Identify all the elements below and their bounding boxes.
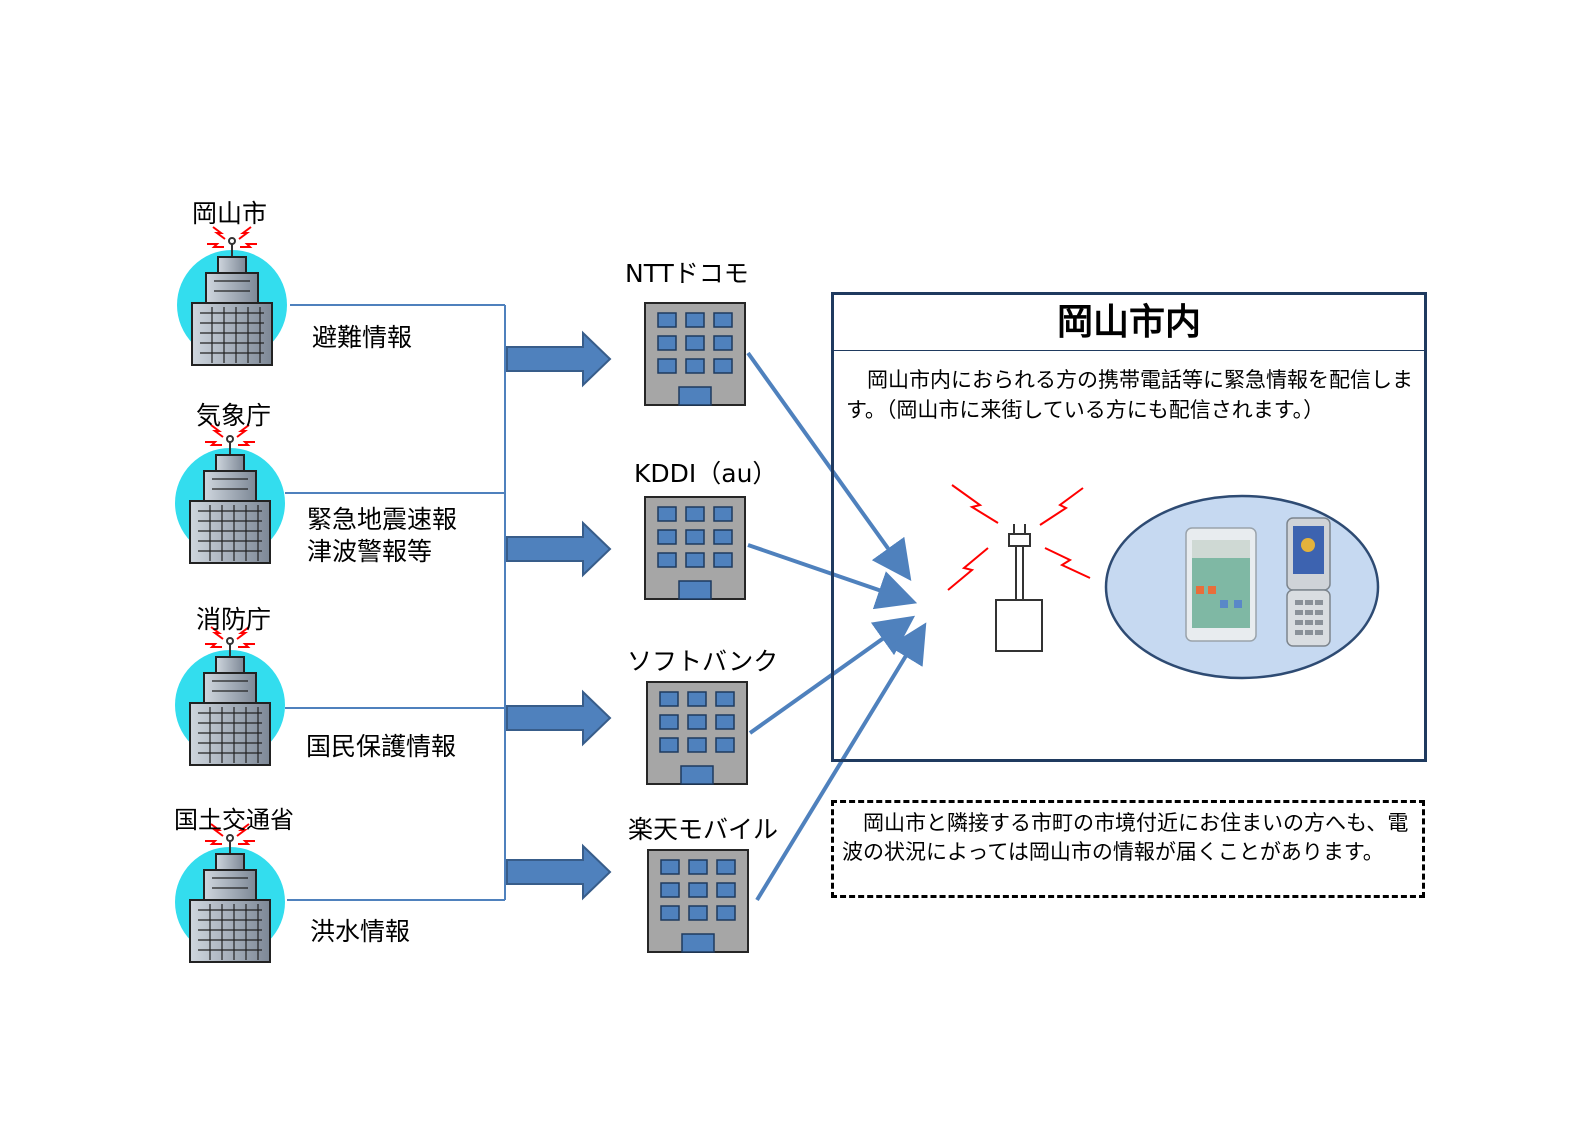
carrier-name-softbank: ソフトバンク [627, 647, 779, 676]
agency-name-mlit: 国土交通省 [174, 806, 294, 834]
carrier-signal-arrow [746, 351, 912, 582]
agency-name-jma: 気象庁 [196, 401, 272, 430]
info-label-earthquake: 緊急地震速報 [307, 505, 458, 534]
carrier-name-kddi: KDDI（au） [634, 459, 778, 488]
carrier-building-icon [647, 849, 749, 953]
agency-name-fdma: 消防庁 [196, 605, 272, 634]
city-area-description: 岡山市内におられる方の携帯電話等に緊急情報を配信します。（岡山市に来街している方… [846, 368, 1413, 422]
radio-wave-icon [947, 484, 1091, 591]
agency-name-okayama-city: 岡山市 [192, 199, 268, 228]
agency-connector-lines [285, 304, 506, 901]
border-area-note-text: 岡山市と隣接する市町の市境付近にお住まいの方へも、電波の状況によっては岡山市の情… [842, 811, 1409, 864]
carrier-building-icon [644, 496, 746, 600]
carrier-building-icon [644, 302, 746, 406]
block-arrow-icon [506, 330, 612, 388]
agency-building-icon [176, 226, 288, 366]
carrier-building-icon [646, 681, 748, 785]
agency-building-icon [174, 823, 286, 963]
carrier-signal-arrow [755, 622, 927, 902]
info-label-tsunami: 津波警報等 [307, 537, 433, 566]
flip-phone-icon [1286, 517, 1331, 647]
antenna-icon [995, 524, 1043, 652]
info-label-evacuation: 避難情報 [312, 323, 413, 352]
info-label-flood: 洪水情報 [310, 917, 411, 946]
city-area-box: 岡山市内 岡山市内におられる方の携帯電話等に緊急情報を配信します。（岡山市に来街… [831, 292, 1427, 762]
carrier-name-docomo: NTTドコモ [625, 259, 749, 288]
block-arrow-icon [506, 843, 612, 901]
agency-building-icon [174, 626, 286, 766]
agency-building-icon [174, 424, 286, 564]
city-area-title: 岡山市内 [834, 295, 1424, 351]
carrier-signal-arrow [748, 615, 916, 735]
block-arrow-icon [506, 689, 612, 747]
carrier-signal-arrow [747, 543, 918, 610]
info-label-civil-protection: 国民保護情報 [306, 732, 457, 761]
carrier-name-rakuten: 楽天モバイル [628, 815, 779, 844]
block-arrow-icon [506, 520, 612, 578]
border-area-note: 岡山市と隣接する市町の市境付近にお住まいの方へも、電波の状況によっては岡山市の情… [831, 800, 1425, 898]
smartphone-icon [1185, 527, 1257, 642]
